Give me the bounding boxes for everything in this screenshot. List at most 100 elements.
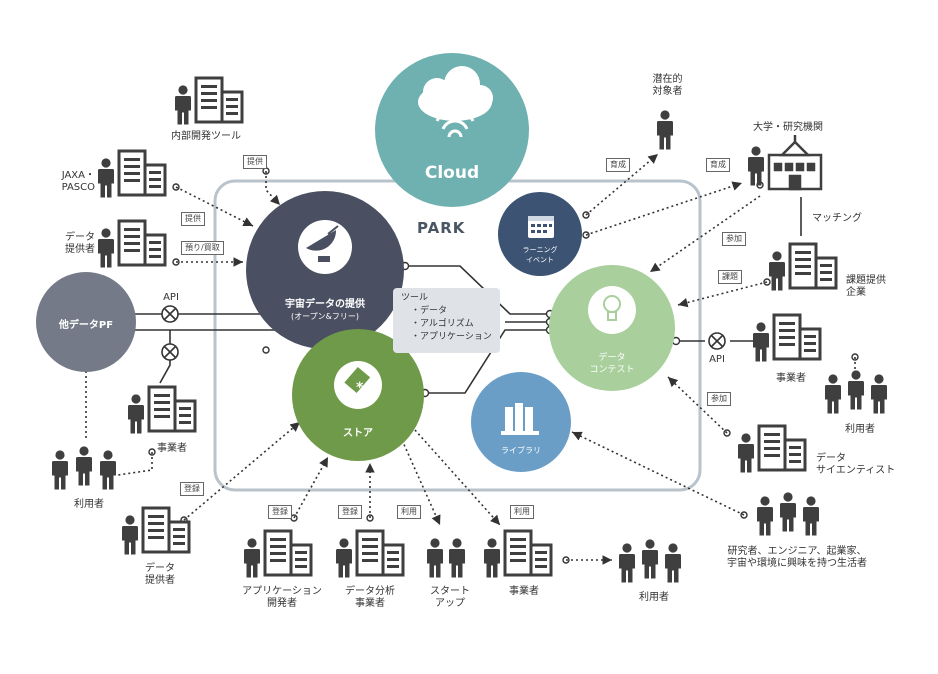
dotted-links (85, 357, 856, 476)
data-provision-title: 宇宙データの提供 (285, 299, 365, 310)
label-users-bottom: 利用者 (639, 592, 669, 603)
label-potential-2: 対象者 (652, 86, 683, 97)
tag-deposit: 預り/買取 (181, 241, 224, 255)
person-icon-user-left-3 (100, 450, 116, 490)
park-label: PARK (417, 219, 466, 237)
building-icon-appdev (263, 529, 313, 577)
label-startup-2: アップ (435, 598, 465, 609)
person-icon-user-right-2 (848, 370, 864, 410)
lightbulb-icon (603, 295, 621, 321)
building-icon-provider-bottom (141, 506, 191, 554)
person-icon-user-left-1 (52, 450, 68, 490)
label-scientist-2: サイエンティスト (816, 465, 896, 476)
tools-item: ・アルゴリズム (411, 319, 474, 329)
store-label: ストア (343, 428, 373, 439)
label-university: 大学・研究機関 (753, 122, 823, 133)
label-provider-bottom-2: 提供者 (145, 575, 175, 586)
tag-register: 登録 (180, 482, 204, 496)
tools-title: ツール (401, 293, 429, 303)
building-icon-issue (788, 242, 838, 290)
person-icon-user-bottom-2 (642, 539, 658, 579)
label-provider-bottom-1: データ (145, 563, 175, 574)
label-researchers-1: 研究者、エンジニア、起業家、 (727, 546, 867, 557)
label-appdev-2: 開発者 (267, 598, 297, 609)
library-label: ライブラリ (501, 446, 541, 455)
building-icon-scientist (757, 424, 807, 472)
svg-text:*: * (356, 380, 364, 396)
person-icon-user-left-2 (76, 446, 92, 486)
person-icon-user-right-3 (871, 374, 887, 414)
person-icon-business-bottom (484, 538, 500, 578)
label-internal-tools: 内部開発ツール (171, 131, 241, 142)
api-label-left: API (163, 292, 179, 303)
label-issue-1: 課題提供 (846, 275, 886, 286)
tools-item: ・データ (411, 306, 448, 316)
other-pf-label: 他データPF (58, 320, 114, 331)
person-icon-university (748, 146, 764, 186)
label-jaxa-1: JAXA・ (61, 170, 95, 181)
tag-provide: 提供 (181, 212, 205, 226)
label-business-bottom: 事業者 (509, 586, 539, 597)
person-icon-scientist (738, 433, 754, 473)
label-scientist-1: データ (816, 453, 846, 464)
label-analysis-2: 事業者 (355, 598, 385, 609)
building-icon-business-bottom (503, 529, 553, 577)
building-icon-internal (194, 76, 244, 124)
label-jaxa-2: PASCO (61, 182, 95, 193)
person-icon-analysis (336, 538, 352, 578)
tag-register: 登録 (338, 505, 362, 519)
label-researchers-2: 宇宙や環境に興味を持つ生活者 (727, 558, 867, 569)
satellite-dish-icon (306, 225, 339, 262)
label-provider-top-2: 提供者 (65, 244, 95, 255)
label-users-right: 利用者 (845, 424, 875, 435)
label-issue-2: 企業 (846, 287, 866, 298)
university-building-icon (767, 135, 823, 191)
contest-label-1: データ (598, 353, 626, 363)
tag-register: 登録 (268, 505, 292, 519)
building-icon-business-right (772, 313, 822, 361)
calendar-icon (528, 216, 554, 238)
event-label-1: ラーニング (522, 246, 558, 254)
tag-icon: * (344, 366, 371, 396)
tag-train: 育成 (606, 158, 630, 172)
other-pf-circle (36, 272, 136, 372)
tag-use: 利用 (510, 505, 534, 519)
person-icon-researcher-1 (757, 496, 773, 536)
books-icon (501, 403, 539, 435)
api-connector-left (161, 305, 179, 361)
dotted-arrows (175, 153, 768, 565)
cloud-label: Cloud (424, 163, 480, 183)
person-icon-startup-1 (427, 538, 443, 578)
tag-use: 利用 (397, 505, 421, 519)
person-icon-business-left (128, 394, 144, 434)
tag-provide: 提供 (243, 155, 267, 169)
person-icon-provider-bottom (122, 515, 138, 555)
label-potential-1: 潜在的 (652, 74, 683, 85)
label-appdev-1: アプリケーション (242, 586, 322, 597)
person-icon-user-bottom-3 (665, 543, 681, 583)
endpoint-dots (82, 167, 859, 564)
tools-box: ツール ・データ ・アルゴリズム ・アプリケーション (393, 288, 500, 353)
event-label-2: イベント (526, 256, 554, 264)
person-icon-jaxa (98, 158, 114, 198)
person-icon-provider-top (98, 228, 114, 268)
person-icon-researcher-2 (780, 492, 796, 532)
person-icon-issue (769, 251, 785, 291)
cloud-icon (418, 66, 493, 138)
data-provision-subtitle: (オープン&フリー) (291, 312, 359, 321)
tag-join: 参加 (707, 392, 731, 406)
building-icon-jaxa (117, 149, 167, 197)
api-label-right: API (709, 354, 725, 365)
tag-join: 参加 (722, 232, 746, 246)
contest-label-2: コンテスト (589, 365, 635, 375)
label-matching: マッチング (812, 213, 862, 224)
label-startup-1: スタート (430, 586, 470, 597)
building-icon-analysis (355, 529, 405, 577)
person-icon-appdev (244, 538, 260, 578)
building-icon-provider-top (117, 219, 167, 267)
tag-train: 育成 (706, 158, 730, 172)
person-icon-researcher-3 (803, 496, 819, 536)
api-connector-right (708, 332, 726, 350)
label-provider-top-1: データ (65, 232, 95, 243)
